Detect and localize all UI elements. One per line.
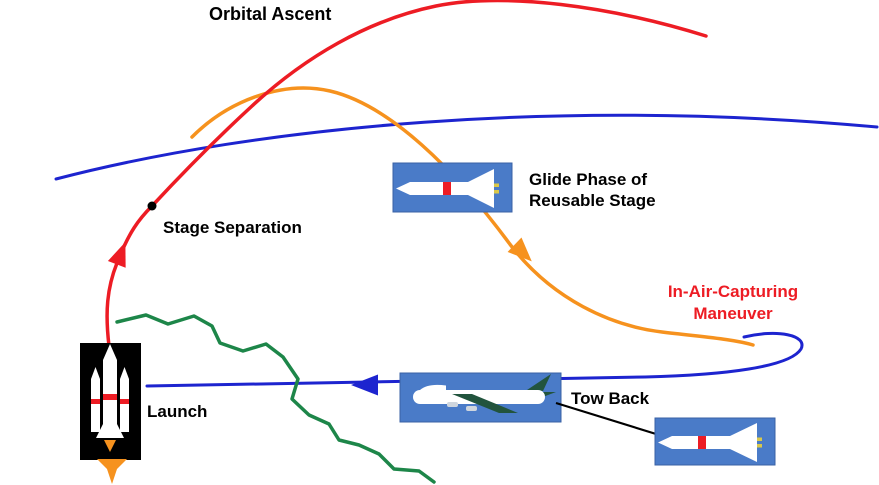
fin-right xyxy=(117,424,124,438)
captured-stage-nose xyxy=(658,436,672,449)
orbital-ascent-label: Orbital Ascent xyxy=(209,4,331,24)
aircraft-hump xyxy=(420,384,446,390)
ascent-arrowhead-icon xyxy=(107,241,126,268)
booster-left xyxy=(91,379,100,432)
glide-trajectory-path xyxy=(190,86,755,347)
tow-back-arrowhead-icon xyxy=(351,374,378,396)
in-air-capturing-label-line1: In-Air-Capturing xyxy=(668,282,798,301)
launch-flame-icon xyxy=(97,459,127,484)
glide-stage-nozzle-top xyxy=(494,183,499,187)
engine-flame-inner xyxy=(104,440,116,452)
glide-stage-wing-top xyxy=(468,169,494,182)
core-band xyxy=(103,394,117,400)
in-air-capturing-label-line2: Maneuver xyxy=(693,304,773,323)
glide-stage-graphic xyxy=(392,162,513,213)
aircraft-wing xyxy=(452,394,518,413)
booster-right xyxy=(120,379,129,432)
booster-left-band xyxy=(91,399,100,404)
booster-left-nose xyxy=(91,367,100,379)
aircraft-tail-fin xyxy=(527,374,551,391)
booster-right-nose xyxy=(120,367,129,379)
glide-stage-wing-bottom xyxy=(468,195,494,208)
towing-aircraft-graphic xyxy=(399,372,562,423)
coastline-path xyxy=(115,313,436,484)
glide-stage-nozzle-bottom xyxy=(494,190,499,194)
captured-stage-graphic xyxy=(654,417,776,466)
captured-stage-wing-top xyxy=(730,423,757,436)
aircraft-engine-1 xyxy=(447,402,458,407)
glide-phase-label-line1: Glide Phase of xyxy=(529,170,647,189)
glide-stage-fuselage xyxy=(410,182,494,195)
aircraft-cruise-path xyxy=(54,113,879,181)
glide-arrowhead-icon xyxy=(507,237,532,262)
fin-left xyxy=(96,424,103,438)
launch-label: Launch xyxy=(147,402,207,421)
launch-vehicle-graphic xyxy=(80,343,141,484)
tow-line-connector xyxy=(555,401,670,440)
aircraft-engine-2 xyxy=(466,406,477,411)
booster-right-band xyxy=(120,399,129,404)
stage-separation-label: Stage Separation xyxy=(163,218,302,237)
captured-stage-nozzle-bottom xyxy=(757,444,762,448)
captured-stage-nozzle-top xyxy=(757,437,762,441)
captured-stage-fuselage xyxy=(672,436,757,449)
tow-back-path xyxy=(145,331,804,388)
captured-stage-wing-bottom xyxy=(730,449,757,462)
stage-separation-marker-dot xyxy=(147,201,157,211)
captured-stage-band xyxy=(698,436,706,449)
glide-phase-label-line2: Reusable Stage xyxy=(529,191,656,210)
glide-stage-nose xyxy=(396,182,410,195)
glide-stage-band xyxy=(443,182,451,195)
tow-back-label: Tow Back xyxy=(571,389,650,408)
core-nose xyxy=(103,344,117,360)
